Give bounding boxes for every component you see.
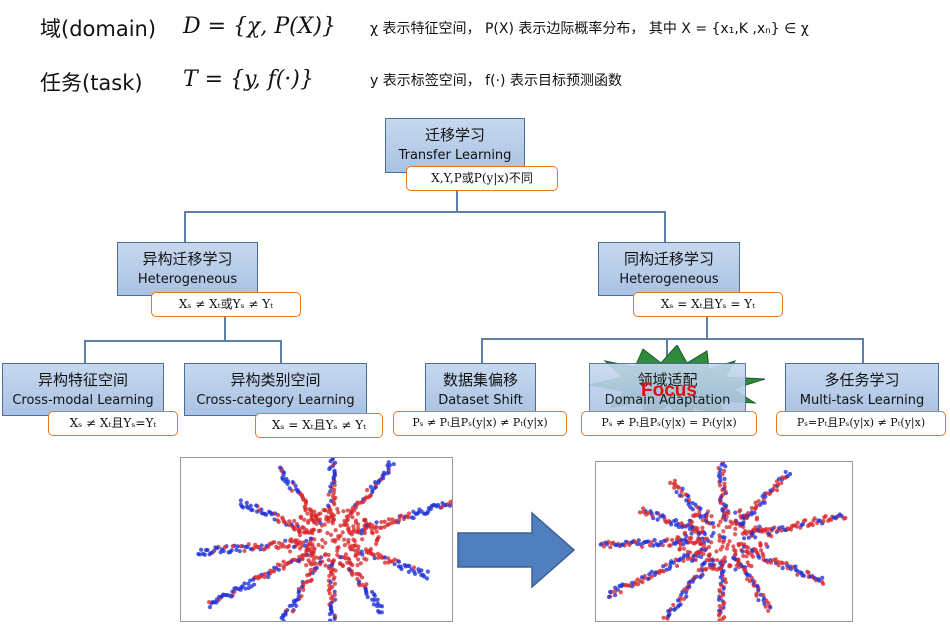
heterogeneous-node-title: 异构迁移学习 (118, 249, 257, 271)
target-scatter-panel (595, 461, 853, 622)
source-scatter-plot (181, 458, 452, 621)
dataset-shift-condition: Pₛ ≠ Pₜ且Pₛ(y|x) ≠ Pₜ(y|x) (393, 411, 567, 436)
domain-label: 域(domain) (40, 13, 156, 43)
domain-formula: D = {χ, P(X)} (183, 14, 336, 39)
homogeneous-node: 同构迁移学习 Heterogeneous (598, 242, 740, 296)
cross-modal-condition: Xₛ ≠ Xₜ且Yₛ=Yₜ (48, 411, 178, 436)
multi-task-node-title: 多任务学习 (786, 370, 938, 392)
target-scatter-plot (596, 462, 852, 621)
dataset-shift-node: 数据集偏移 Dataset Shift (425, 363, 536, 416)
root-condition: X,Y,P或P(y|x)不同 (406, 166, 558, 191)
domain-adaptation-condition: Pₛ ≠ Pₜ且Pₛ(y|x) = Pₜ(y|x) (581, 411, 757, 436)
task-formula: T = {y, f(·)} (183, 67, 314, 92)
left-child2-drop (280, 340, 282, 364)
root-node: 迁移学习 Transfer Learning (385, 118, 525, 173)
cross-category-condition: Xₛ = Xₜ且Yₛ ≠ Yₜ (255, 413, 383, 438)
cross-category-node: 异构类别空间 Cross-category Learning (184, 363, 367, 416)
task-description: y 表示标签空间， f(·) 表示目标预测函数 (370, 70, 622, 90)
root-node-title: 迁移学习 (386, 125, 524, 147)
root-node-subtitle: Transfer Learning (386, 147, 524, 166)
cross-modal-node: 异构特征空间 Cross-modal Learning (2, 363, 164, 416)
right-arrow-icon (456, 511, 576, 589)
root-connector (456, 190, 458, 212)
homogeneous-condition: Xₛ = Xₜ且Yₛ = Yₜ (633, 292, 783, 317)
left-child1-drop (84, 340, 86, 364)
heterogeneous-node: 异构迁移学习 Heterogeneous (117, 242, 258, 296)
task-label: 任务(task) (40, 67, 143, 97)
right-children-connector (481, 338, 864, 340)
left-drop-connector (184, 211, 186, 243)
multi-task-node-subtitle: Multi-task Learning (786, 392, 938, 411)
heterogeneous-condition: Xₛ ≠ Xₜ或Yₛ ≠ Yₜ (151, 292, 301, 317)
cross-category-node-title: 异构类别空间 (185, 370, 366, 392)
multi-task-condition: Pₛ=Pₜ且Pₛ(y|x) ≠ Pₜ(y|x) (776, 411, 946, 436)
dataset-shift-node-subtitle: Dataset Shift (426, 392, 535, 411)
domain-description: χ 表示特征空间， P(X) 表示边际概率分布， 其中 X = {x₁,K ,x… (370, 18, 930, 38)
homogeneous-node-title: 同构迁移学习 (599, 249, 739, 271)
multi-task-node: 多任务学习 Multi-task Learning (785, 363, 939, 416)
homogeneous-node-subtitle: Heterogeneous (599, 271, 739, 290)
right-child3-drop (862, 338, 864, 364)
source-scatter-panel (180, 457, 453, 622)
right-child1-drop (481, 338, 483, 364)
left-children-connector (84, 340, 281, 342)
level1-connector (184, 211, 665, 213)
cross-modal-node-title: 异构特征空间 (3, 370, 163, 392)
right-drop-connector (664, 211, 666, 243)
cross-modal-node-subtitle: Cross-modal Learning (3, 392, 163, 411)
left-branch-connector (224, 317, 226, 341)
cross-category-node-subtitle: Cross-category Learning (185, 392, 366, 411)
heterogeneous-node-subtitle: Heterogeneous (118, 271, 257, 290)
right-branch-connector (706, 317, 708, 339)
dataset-shift-node-title: 数据集偏移 (426, 370, 535, 392)
focus-label: Focus (641, 380, 697, 402)
